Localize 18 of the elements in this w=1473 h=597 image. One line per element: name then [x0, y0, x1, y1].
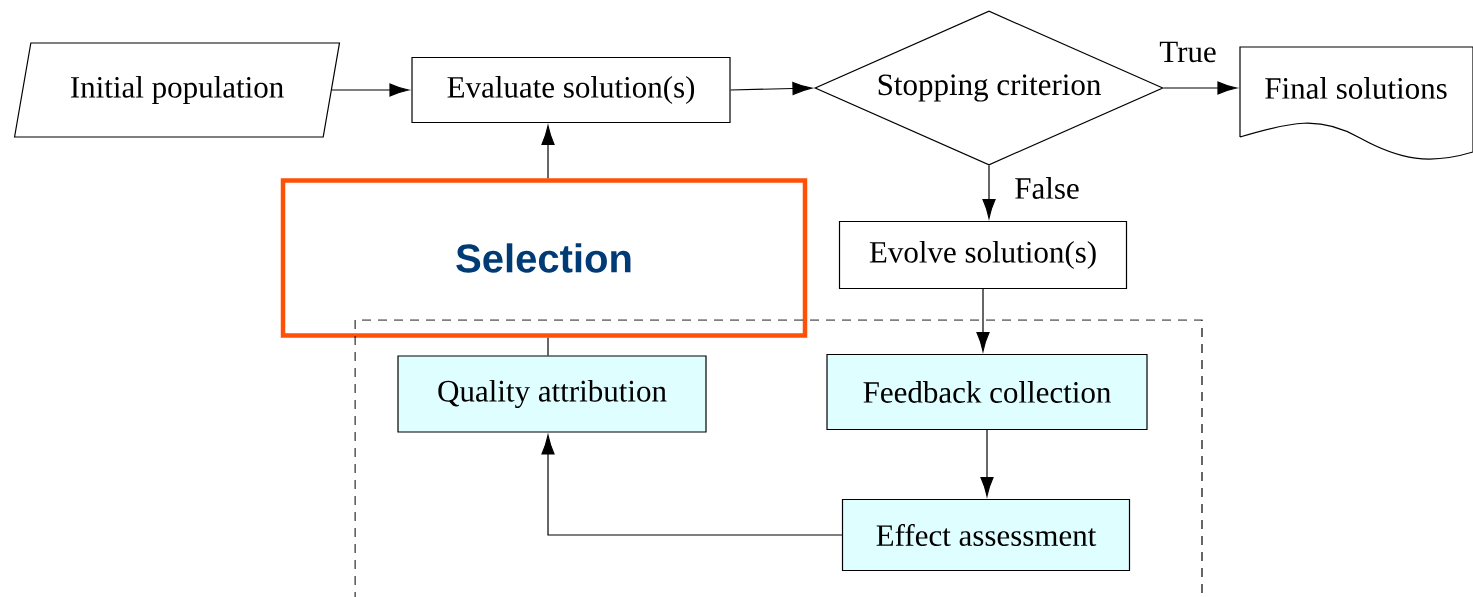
arrow — [1163, 81, 1238, 95]
arrow — [976, 288, 990, 352]
process-box: Quality attribution — [397, 355, 707, 433]
arrow — [980, 429, 994, 497]
process-box: Effect assessment — [841, 498, 1131, 572]
arrow — [541, 125, 555, 179]
arrow — [541, 434, 843, 536]
arrow — [982, 165, 996, 219]
process-box: Evolve solution(s) — [838, 220, 1128, 290]
edge-label: False — [1013, 176, 1081, 200]
process-box: Evaluate solution(s) — [411, 56, 731, 124]
input-parallelogram: Initial population — [13, 42, 341, 138]
document-shape: Final solutions — [1239, 46, 1473, 160]
process-box: Feedback collection — [826, 353, 1148, 431]
dashed-region — [354, 319, 1203, 597]
highlight-box: Selection — [280, 178, 808, 338]
arrow — [730, 81, 813, 96]
arrow — [331, 83, 410, 97]
